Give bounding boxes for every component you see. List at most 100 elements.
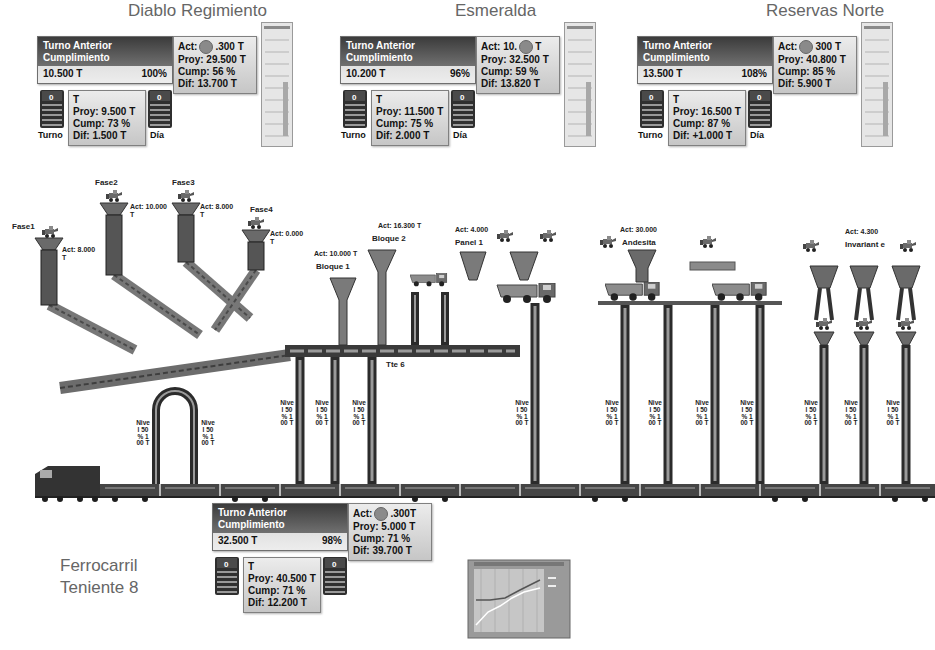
metric-value: Proy: 11.500 T bbox=[376, 106, 444, 118]
icon-caption: Turno bbox=[38, 130, 63, 141]
actual-label: Act: bbox=[778, 41, 797, 53]
production-label: Act: 30.000 bbox=[620, 226, 657, 234]
counter-value: 0 bbox=[352, 93, 356, 103]
metric-value: Proy: 32.500 T bbox=[481, 54, 555, 66]
metric-value: Cump: 85 % bbox=[778, 66, 852, 78]
metric-value: T bbox=[673, 94, 741, 106]
actual-row: Act: .300 T bbox=[178, 40, 252, 54]
production-label: Act: 10.000 T bbox=[130, 203, 170, 220]
compliance-value: 100% bbox=[141, 68, 167, 80]
icon-caption: Día bbox=[750, 130, 764, 141]
metric-value: Proy: 9.500 T bbox=[73, 106, 141, 118]
production-label: Fase4 bbox=[250, 205, 273, 215]
tonnage-value: 13.500 T bbox=[643, 68, 682, 80]
panel-title: Turno Anterior bbox=[218, 507, 342, 519]
value-row: 10.200 T 96% bbox=[341, 66, 475, 83]
actual-row: Act: 10. T bbox=[481, 40, 555, 54]
day-status-box: Act: 10. TProy: 32.500 TCump: 59 %Dif: 13… bbox=[476, 36, 560, 94]
counter-value: 0 bbox=[224, 560, 228, 570]
tonnage-value: 10.200 T bbox=[346, 68, 385, 80]
production-label: Act: 10.000 T bbox=[314, 250, 357, 258]
status-dot bbox=[374, 507, 388, 521]
metric-value: Cump: 75 % bbox=[376, 118, 444, 130]
production-label: Act: 8.000 T bbox=[200, 203, 236, 220]
icon-caption: Día bbox=[453, 130, 467, 141]
level-label: Nivel 50 % 100 T bbox=[352, 400, 366, 427]
shift-summary-panel: Turno AnteriorCumplimiento 32.500 T 98% bbox=[212, 503, 348, 551]
metric-value: Cump: 59 % bbox=[481, 66, 555, 78]
metric-value: Proy: 40.500 T bbox=[248, 573, 316, 585]
actual-row: Act:.300T bbox=[353, 507, 427, 521]
actual-label: Act: bbox=[178, 41, 197, 53]
value-row: 10.500 T 100% bbox=[38, 66, 172, 83]
section-heading: Reservas Norte bbox=[766, 0, 884, 21]
level-label: Nivel 50 % 100 T bbox=[740, 400, 754, 427]
shift-status-box: TProy: 11.500 TCump: 75 %Dif: 2.000 T bbox=[371, 90, 449, 146]
actual-label: Act: 10. bbox=[481, 41, 517, 53]
panel-subtitle: Cumplimiento bbox=[346, 52, 470, 64]
compliance-value: 96% bbox=[450, 68, 470, 80]
production-label: Fase3 bbox=[172, 178, 195, 188]
actual-value: .300 T bbox=[215, 41, 243, 53]
metric-value: Dif: 2.000 T bbox=[376, 130, 444, 142]
compliance-value: 98% bbox=[322, 535, 342, 547]
value-row: 13.500 T 108% bbox=[638, 66, 772, 83]
actual-value: T bbox=[535, 41, 541, 53]
production-label: Panel 1 bbox=[455, 238, 483, 248]
actual-label: Act: bbox=[353, 508, 372, 520]
status-dot bbox=[799, 40, 813, 54]
metric-value: Dif: +1.000 T bbox=[673, 130, 741, 142]
panel-header: Turno AnteriorCumplimiento bbox=[638, 37, 772, 66]
production-label: Andesita bbox=[622, 238, 656, 248]
level-label: Nivel 50 % 100 T bbox=[648, 400, 662, 427]
level-label: Nivel 50 % 100 T bbox=[136, 420, 150, 447]
production-label: Act: 16.300 T bbox=[378, 222, 421, 230]
panel-title: Turno Anterior bbox=[346, 40, 470, 52]
level-label: Nivel 50 % 100 T bbox=[844, 400, 858, 427]
icon-caption: Turno bbox=[638, 130, 663, 141]
level-label: Nivel 50 % 100 T bbox=[515, 400, 529, 427]
level-label: Nivel 50 % 100 T bbox=[315, 400, 329, 427]
panel-subtitle: Cumplimiento bbox=[643, 52, 767, 64]
counter-value: 0 bbox=[460, 93, 464, 103]
section-heading: Ferrocarril Teniente 8 bbox=[60, 555, 190, 599]
production-label: Act: 4.300 bbox=[845, 228, 878, 236]
metric-value: Dif: 13.700 T bbox=[178, 78, 252, 90]
section-heading: Esmeralda bbox=[455, 0, 536, 21]
shift-status-box: TProy: 40.500 TCump: 71 %Dif: 12.200 T bbox=[243, 557, 321, 613]
value-row: 32.500 T 98% bbox=[213, 533, 347, 550]
counter-value: 0 bbox=[157, 93, 161, 103]
actual-value: 300 T bbox=[815, 41, 841, 53]
counter-value: 0 bbox=[757, 93, 761, 103]
metric-value: Cump: 73 % bbox=[73, 118, 141, 130]
day-status-box: Act: 300 TProy: 40.800 TCump: 85 %Dif: 5.… bbox=[773, 36, 857, 94]
tonnage-value: 10.500 T bbox=[43, 68, 82, 80]
icon-caption: Día bbox=[150, 130, 164, 141]
compliance-value: 108% bbox=[741, 68, 767, 80]
panel-title: Turno Anterior bbox=[643, 40, 767, 52]
shift-summary-panel: Turno AnteriorCumplimiento 13.500 T 108% bbox=[637, 36, 773, 84]
panel-title: Turno Anterior bbox=[43, 40, 167, 52]
panel-header: Turno AnteriorCumplimiento bbox=[213, 504, 347, 533]
status-dot bbox=[199, 40, 213, 54]
metric-value: Dif: 13.820 T bbox=[481, 78, 555, 90]
metric-value: Proy: 40.800 T bbox=[778, 54, 852, 66]
metric-value: Cump: 87 % bbox=[673, 118, 741, 130]
production-label: Tte 6 bbox=[386, 360, 405, 370]
production-label: Bloque 2 bbox=[372, 234, 406, 244]
day-status-box: Act:.300 TProy: 29.500 TCump: 56 %Dif: 1… bbox=[173, 36, 257, 94]
metric-value: Dif: 5.900 T bbox=[778, 78, 852, 90]
metric-value: Cump: 71 % bbox=[353, 533, 427, 545]
shift-status-box: TProy: 9.500 TCump: 73 %Dif: 1.500 T bbox=[68, 90, 146, 146]
tonnage-value: 32.500 T bbox=[218, 535, 257, 547]
panel-header: Turno AnteriorCumplimiento bbox=[38, 37, 172, 66]
panel-header: Turno AnteriorCumplimiento bbox=[341, 37, 475, 66]
metric-value: Cump: 56 % bbox=[178, 66, 252, 78]
production-label: Fase1 bbox=[12, 222, 35, 232]
metric-value: Dif: 1.500 T bbox=[73, 130, 141, 142]
metric-value: T bbox=[248, 561, 316, 573]
metric-value: Proy: 16.500 T bbox=[673, 106, 741, 118]
day-status-box: Act:.300TProy: 5.000 TCump: 71 %Dif: 39.… bbox=[348, 503, 432, 561]
metric-value: T bbox=[73, 94, 141, 106]
